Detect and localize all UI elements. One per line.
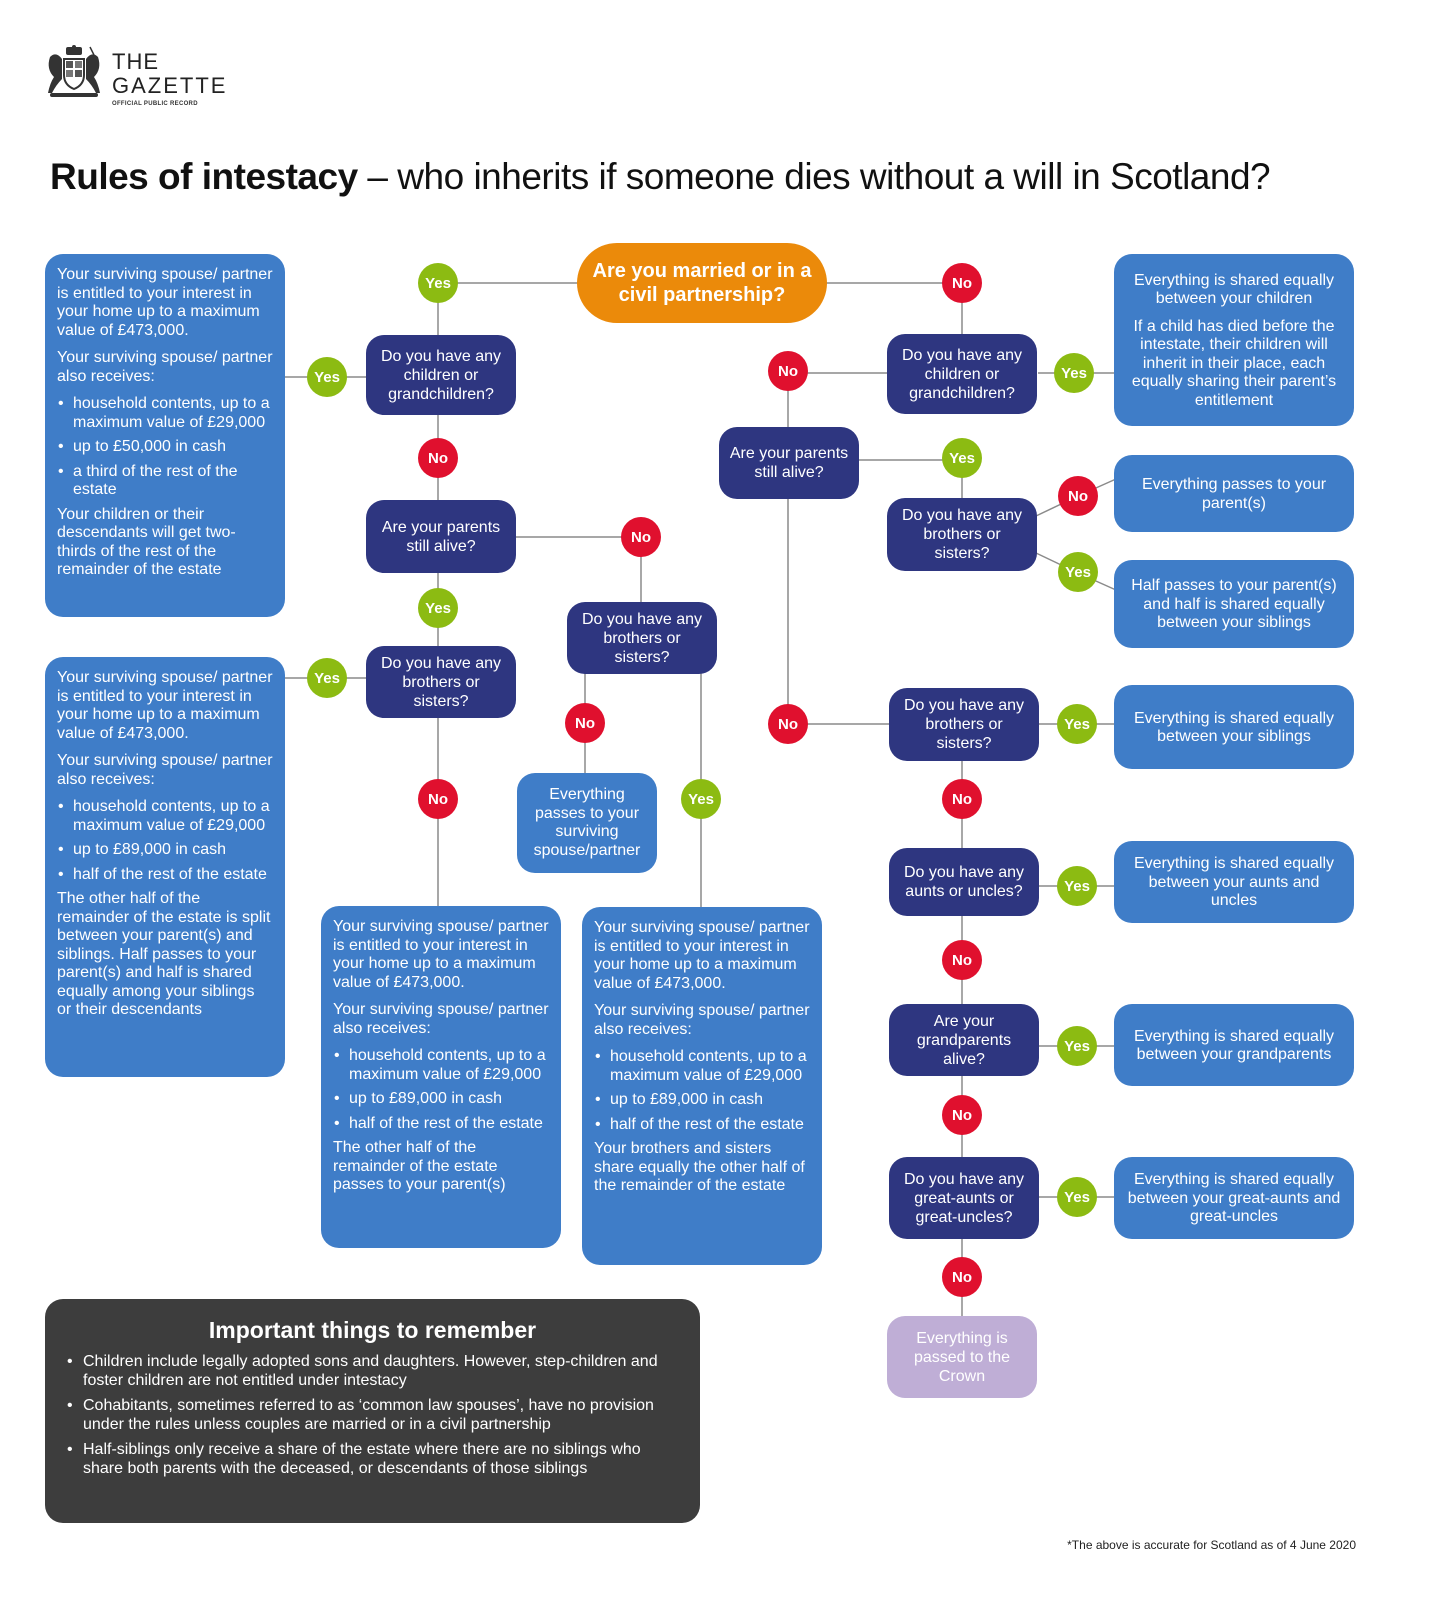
royal-crest-icon <box>48 45 100 97</box>
answer-crown: Everything is passed to the Crown <box>887 1316 1037 1398</box>
answer-parents-and-siblings: Half passes to your parent(s) and half i… <box>1114 560 1354 648</box>
start-question-married: Are you married or in a civil partnershi… <box>577 243 827 323</box>
notes-list: Children include legally adopted sons an… <box>67 1352 678 1478</box>
note-item: Children include legally adopted sons an… <box>67 1352 678 1390</box>
answer-parents-only: Everything passes to your parent(s) <box>1114 455 1354 532</box>
title-rest: – who inherits if someone dies without a… <box>357 156 1271 197</box>
answer-grandparents: Everything is shared equally between you… <box>1114 1004 1354 1086</box>
yes-badge-unmarried-parents: Yes <box>942 438 982 478</box>
gazette-logo: THE GAZETTE OFFICIAL PUBLIC RECORD <box>46 45 246 115</box>
question-married-children: Do you have any children or grandchildre… <box>366 335 516 415</box>
answer-siblings: Everything is shared equally between you… <box>1114 685 1354 769</box>
answer-aunts-uncles: Everything is shared equally between you… <box>1114 841 1354 923</box>
no-badge-unmarried-siblings: No <box>942 779 982 819</box>
yes-badge-aunts-uncles: Yes <box>1057 866 1097 906</box>
logo-text-gazette: GAZETTE <box>112 73 228 98</box>
yes-badge-grandparents: Yes <box>1057 1026 1097 1066</box>
question-aunts-uncles: Do you have any aunts or uncles? <box>889 848 1039 916</box>
yes-badge-great-aunts-uncles: Yes <box>1057 1177 1097 1217</box>
answer-married-no-parents-siblings: Your surviving spouse/ partner is entitl… <box>582 907 822 1265</box>
important-notes-panel: Important things to remember Children in… <box>45 1299 700 1523</box>
question-unmarried-children: Do you have any children or grandchildre… <box>887 334 1037 414</box>
question-married-no-parents-siblings: Do you have any brothers or sisters? <box>567 602 717 674</box>
question-great-aunts-uncles: Do you have any great-aunts or great-unc… <box>889 1157 1039 1239</box>
question-grandparents: Are your grandparents alive? <box>889 1004 1039 1076</box>
answer-married-children: Your surviving spouse/ partner is entitl… <box>45 254 285 617</box>
logo-subtitle: OFFICIAL PUBLIC RECORD <box>112 101 198 107</box>
notes-title: Important things to remember <box>208 1317 537 1343</box>
question-unmarried-siblings: Do you have any brothers or sisters? <box>889 688 1039 761</box>
no-badge-unmarried-parents: No <box>768 704 808 744</box>
no-badge-grandparents: No <box>942 1095 982 1135</box>
yes-badge-married: Yes <box>418 263 458 303</box>
note-item: Half-siblings only receive a share of th… <box>67 1440 678 1478</box>
yes-badge-married-parents-siblings: Yes <box>307 658 347 698</box>
answer-spouse-all: Everything passes to your surviving spou… <box>517 773 657 873</box>
footnote: *The above is accurate for Scotland as o… <box>1067 1538 1356 1552</box>
question-married-parents: Are your parents still alive? <box>366 500 516 573</box>
no-badge-married-no-parents-siblings: No <box>565 703 605 743</box>
yes-badge-unmarried-children: Yes <box>1054 353 1094 393</box>
no-badge-unmarried: No <box>942 263 982 303</box>
yes-badge-unmarried-parents-siblings: Yes <box>1058 552 1098 592</box>
page-title: Rules of intestacy – who inherits if som… <box>50 156 1271 198</box>
no-badge-unmarried-parents-siblings: No <box>1058 476 1098 516</box>
note-item: Cohabitants, sometimes referred to as ‘c… <box>67 1396 678 1434</box>
yes-badge-married-parents: Yes <box>418 588 458 628</box>
no-badge-unmarried-children: No <box>768 351 808 391</box>
answer-bullets: household contents, up to a maximum valu… <box>57 798 273 884</box>
answer-bullets: household contents, up to a maximum valu… <box>594 1048 810 1134</box>
no-badge-married-children: No <box>418 438 458 478</box>
no-badge-great-aunts-uncles: No <box>942 1257 982 1297</box>
logo-text-the: THE <box>112 49 159 74</box>
answer-great-aunts-uncles: Everything is shared equally between you… <box>1114 1157 1354 1239</box>
no-badge-aunts-uncles: No <box>942 940 982 980</box>
yes-badge-married-no-parents-siblings: Yes <box>681 779 721 819</box>
question-married-parents-siblings: Do you have any brothers or sisters? <box>366 646 516 718</box>
answer-unmarried-children: Everything is shared equally between you… <box>1114 254 1354 426</box>
question-unmarried-parents-siblings: Do you have any brothers or sisters? <box>887 498 1037 571</box>
no-badge-married-parents: No <box>621 517 661 557</box>
answer-bullets: household contents, up to a maximum valu… <box>57 395 273 500</box>
no-badge-married-parents-siblings: No <box>418 779 458 819</box>
answer-married-parents-siblings: Your surviving spouse/ partner is entitl… <box>45 657 285 1077</box>
yes-badge-married-children: Yes <box>307 357 347 397</box>
answer-bullets: household contents, up to a maximum valu… <box>333 1047 549 1133</box>
title-bold: Rules of intestacy <box>50 156 358 197</box>
answer-married-parents-no-siblings: Your surviving spouse/ partner is entitl… <box>321 906 561 1248</box>
question-unmarried-parents: Are your parents still alive? <box>719 427 859 499</box>
yes-badge-unmarried-siblings: Yes <box>1057 704 1097 744</box>
